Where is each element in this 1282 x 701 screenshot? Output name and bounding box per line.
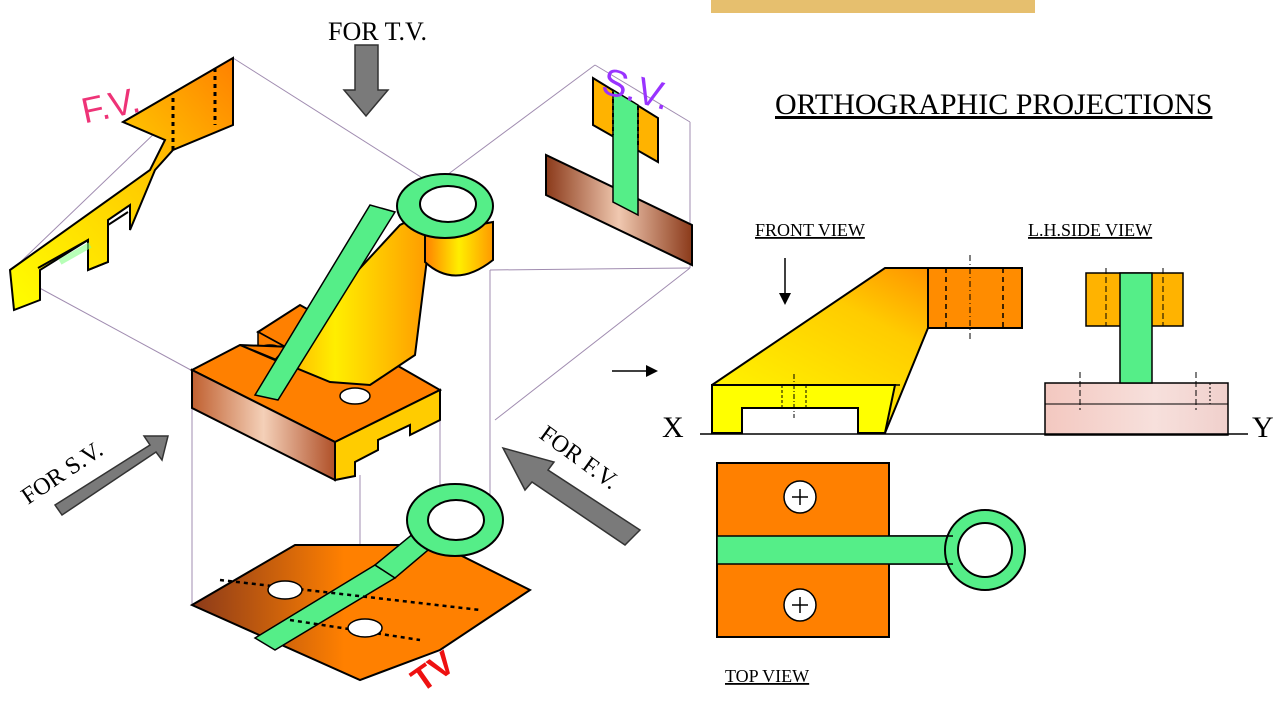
top-view — [716, 462, 1026, 638]
side-view — [1044, 268, 1229, 436]
sv-projection — [545, 76, 693, 267]
lh-side-view-label: L.H.SIDE VIEW — [1028, 220, 1152, 240]
page-title: ORTHOGRAPHIC PROJECTIONS — [775, 88, 1212, 121]
arrow-for-sv — [53, 435, 169, 517]
x-label: X — [662, 411, 684, 444]
fv-projection — [8, 56, 234, 312]
arrow-for-tv — [342, 44, 390, 118]
accent-bar — [711, 0, 1035, 13]
front-view-label: FRONT VIEW — [755, 220, 865, 240]
tv-projection — [189, 483, 532, 682]
y-label: Y — [1252, 411, 1274, 444]
top-view-label: TOP VIEW — [725, 666, 809, 686]
isometric-object — [189, 173, 494, 482]
front-view — [711, 255, 1023, 434]
arrow-for-fv — [501, 446, 642, 546]
for-sv-label: FOR S.V. — [17, 437, 108, 510]
for-tv-label: FOR T.V. — [328, 17, 427, 46]
